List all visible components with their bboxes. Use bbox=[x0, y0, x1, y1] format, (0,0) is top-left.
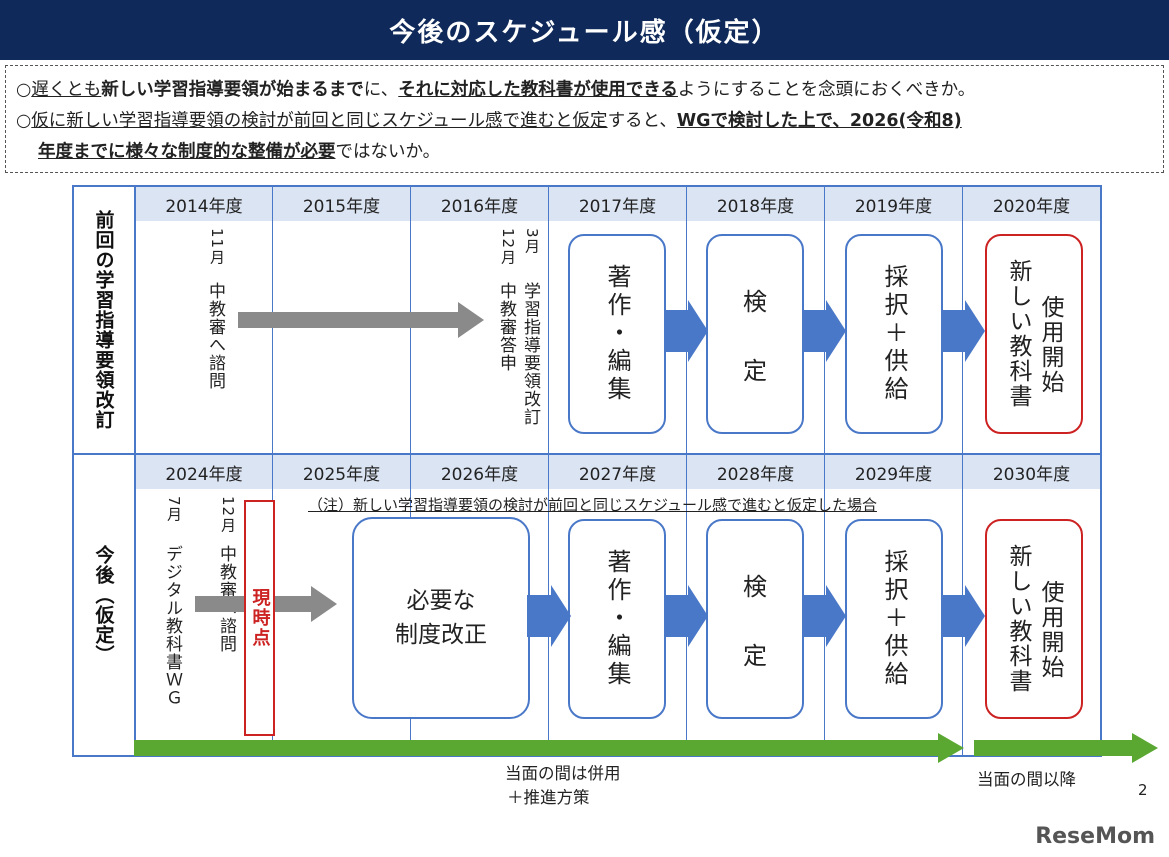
event-text-report: 中教審答申 bbox=[496, 282, 516, 372]
note-segment: 遅くとも bbox=[31, 80, 102, 100]
col-sep-2 bbox=[410, 185, 411, 757]
notes-box: ○遅くとも新しい学習指導要領が始まるまでに、それに対応した教科書が使用できるよう… bbox=[5, 65, 1164, 173]
year-cell: 2020年度 bbox=[963, 187, 1100, 221]
page-title-bar: 今後のスケジュール感（仮定） bbox=[0, 0, 1169, 60]
grid-left-border bbox=[72, 185, 74, 757]
col-sep-3 bbox=[548, 185, 549, 757]
stage-inspection-box: 検 定 bbox=[706, 234, 804, 434]
col-sep-6 bbox=[962, 185, 963, 757]
chevron-arrow-icon bbox=[527, 585, 571, 647]
reform-label-line-2: 制度改正 bbox=[395, 622, 487, 648]
stage-adoption-label: 採択＋供給 bbox=[880, 264, 908, 404]
event-month-jul: 7月 bbox=[165, 496, 183, 523]
year-cell: 2030年度 bbox=[963, 455, 1100, 489]
resemom-logo: ReseMom bbox=[1035, 824, 1155, 849]
year-cell: 2025年度 bbox=[273, 455, 410, 489]
event-month-dec: 12月 bbox=[499, 228, 517, 266]
stage-inspection-box: 検 定 bbox=[706, 519, 804, 719]
year-cell: 2016年度 bbox=[411, 187, 548, 221]
year-cell: 2014年度 bbox=[136, 187, 272, 221]
note-segment: それに対応した教科書が使用できる bbox=[398, 80, 678, 100]
note-segment: 仮に新しい学習指導要領の検討が前回と同じスケジュール感で進むと仮定 bbox=[31, 111, 608, 131]
event-month-mar: 3月 bbox=[523, 228, 541, 255]
after-label: 当面の間以降 bbox=[977, 770, 1076, 789]
reform-label-line-1: 必要な bbox=[406, 588, 476, 614]
page-number: 2 bbox=[1138, 781, 1148, 799]
stage-new-textbook-box: 新しい教科書 使用開始 bbox=[985, 519, 1083, 719]
chevron-arrow-icon bbox=[664, 585, 708, 647]
col-sep-4 bbox=[686, 185, 687, 757]
row-header-future: 今後（仮定） bbox=[92, 545, 115, 665]
current-point-label: 現時点 bbox=[249, 588, 271, 648]
chevron-arrow-icon bbox=[941, 300, 985, 362]
stage-inspection-label-b: 定 bbox=[743, 357, 767, 385]
stage-adoption-box: 採択＋供給 bbox=[845, 234, 943, 434]
stage-adoption-label: 採択＋供給 bbox=[880, 549, 908, 689]
note-segment: ○ bbox=[16, 80, 32, 100]
stage-authoring-box: 著作・編集 bbox=[568, 519, 666, 719]
note-segment: ○ bbox=[16, 111, 32, 131]
year-cell: 2024年度 bbox=[136, 455, 272, 489]
col-sep-1 bbox=[272, 185, 273, 757]
event-text-revision: 学習指導要領改訂 bbox=[520, 282, 540, 426]
note-segment: ではないか。 bbox=[335, 142, 441, 162]
stage-authoring-label: 著作・編集 bbox=[603, 264, 631, 404]
note-segment: ようにすることを念頭におくべきか。 bbox=[677, 80, 976, 100]
event-month-dec-future: 12月 bbox=[219, 496, 237, 534]
chevron-arrow-icon bbox=[802, 585, 846, 647]
note-segment: に、 bbox=[363, 80, 399, 100]
note-line-3: 年度までに様々な制度的な整備が必要ではないか。 bbox=[16, 137, 1153, 168]
year-cell: 2019年度 bbox=[825, 187, 962, 221]
chevron-arrow-icon bbox=[802, 300, 846, 362]
note-line-1: ○遅くとも新しい学習指導要領が始まるまでに、それに対応した教科書が使用できるよう… bbox=[16, 75, 1153, 106]
event-text-digital-wg: デジタル教科書ＷＧ bbox=[162, 545, 182, 707]
event-text-consult: 中教審へ諮問 bbox=[205, 282, 225, 390]
grid-right-border bbox=[1100, 185, 1102, 757]
stage-inspection-label-a: 検 bbox=[743, 573, 767, 601]
assumption-note: （注）新しい学習指導要領の検討が前回と同じスケジュール感で進むと仮定した場合 bbox=[308, 496, 877, 514]
year-cell: 2015年度 bbox=[273, 187, 410, 221]
grid-row-divider bbox=[72, 453, 1102, 455]
note-segment: 新しい学習指導要領が始まるまで bbox=[101, 80, 364, 100]
reform-box: 必要な 制度改正 bbox=[352, 517, 530, 719]
stage-new-textbook-label-b: 使用開始 bbox=[1037, 580, 1063, 680]
chevron-arrow-icon bbox=[941, 585, 985, 647]
year-cell: 2029年度 bbox=[825, 455, 962, 489]
note-segment: WGで検討した上で、2026(令和8) bbox=[676, 111, 962, 131]
year-cell: 2017年度 bbox=[549, 187, 686, 221]
event-month-nov: 11月 bbox=[208, 228, 226, 266]
grid-header-col-border bbox=[134, 185, 136, 757]
stage-authoring-label: 著作・編集 bbox=[603, 549, 631, 689]
grid-top-border bbox=[72, 185, 1102, 187]
year-cell: 2028年度 bbox=[687, 455, 824, 489]
note-segment: すると、 bbox=[607, 111, 677, 131]
previous-consult-arrow bbox=[238, 302, 484, 338]
stage-new-textbook-box: 新しい教科書 使用開始 bbox=[985, 234, 1083, 434]
stage-inspection-label-b: 定 bbox=[743, 642, 767, 670]
year-cell: 2026年度 bbox=[411, 455, 548, 489]
note-line-2: ○仮に新しい学習指導要領の検討が前回と同じスケジュール感で進むと仮定すると、WG… bbox=[16, 106, 1153, 137]
stage-new-textbook-label-a: 新しい教科書 bbox=[1005, 259, 1031, 409]
page-title: 今後のスケジュール感（仮定） bbox=[389, 17, 780, 48]
stage-adoption-box: 採択＋供給 bbox=[845, 519, 943, 719]
current-point-marker: 現時点 bbox=[244, 500, 275, 736]
year-cell: 2018年度 bbox=[687, 187, 824, 221]
green-arrow-transition bbox=[134, 733, 964, 763]
stage-new-textbook-label-b: 使用開始 bbox=[1037, 295, 1063, 395]
year-cell: 2027年度 bbox=[549, 455, 686, 489]
row-header-previous: 前回の学習指導要領改訂 bbox=[92, 210, 115, 430]
stage-new-textbook-label-a: 新しい教科書 bbox=[1005, 544, 1031, 694]
note-segment: 年度までに様々な制度的な整備が必要 bbox=[38, 142, 336, 162]
stage-inspection-label-a: 検 bbox=[743, 288, 767, 316]
stage-authoring-box: 著作・編集 bbox=[568, 234, 666, 434]
green-arrow-after bbox=[974, 733, 1158, 763]
col-sep-5 bbox=[824, 185, 825, 757]
transition-label: 当面の間は併用 ＋推進方策 bbox=[505, 764, 621, 807]
chevron-arrow-icon bbox=[664, 300, 708, 362]
